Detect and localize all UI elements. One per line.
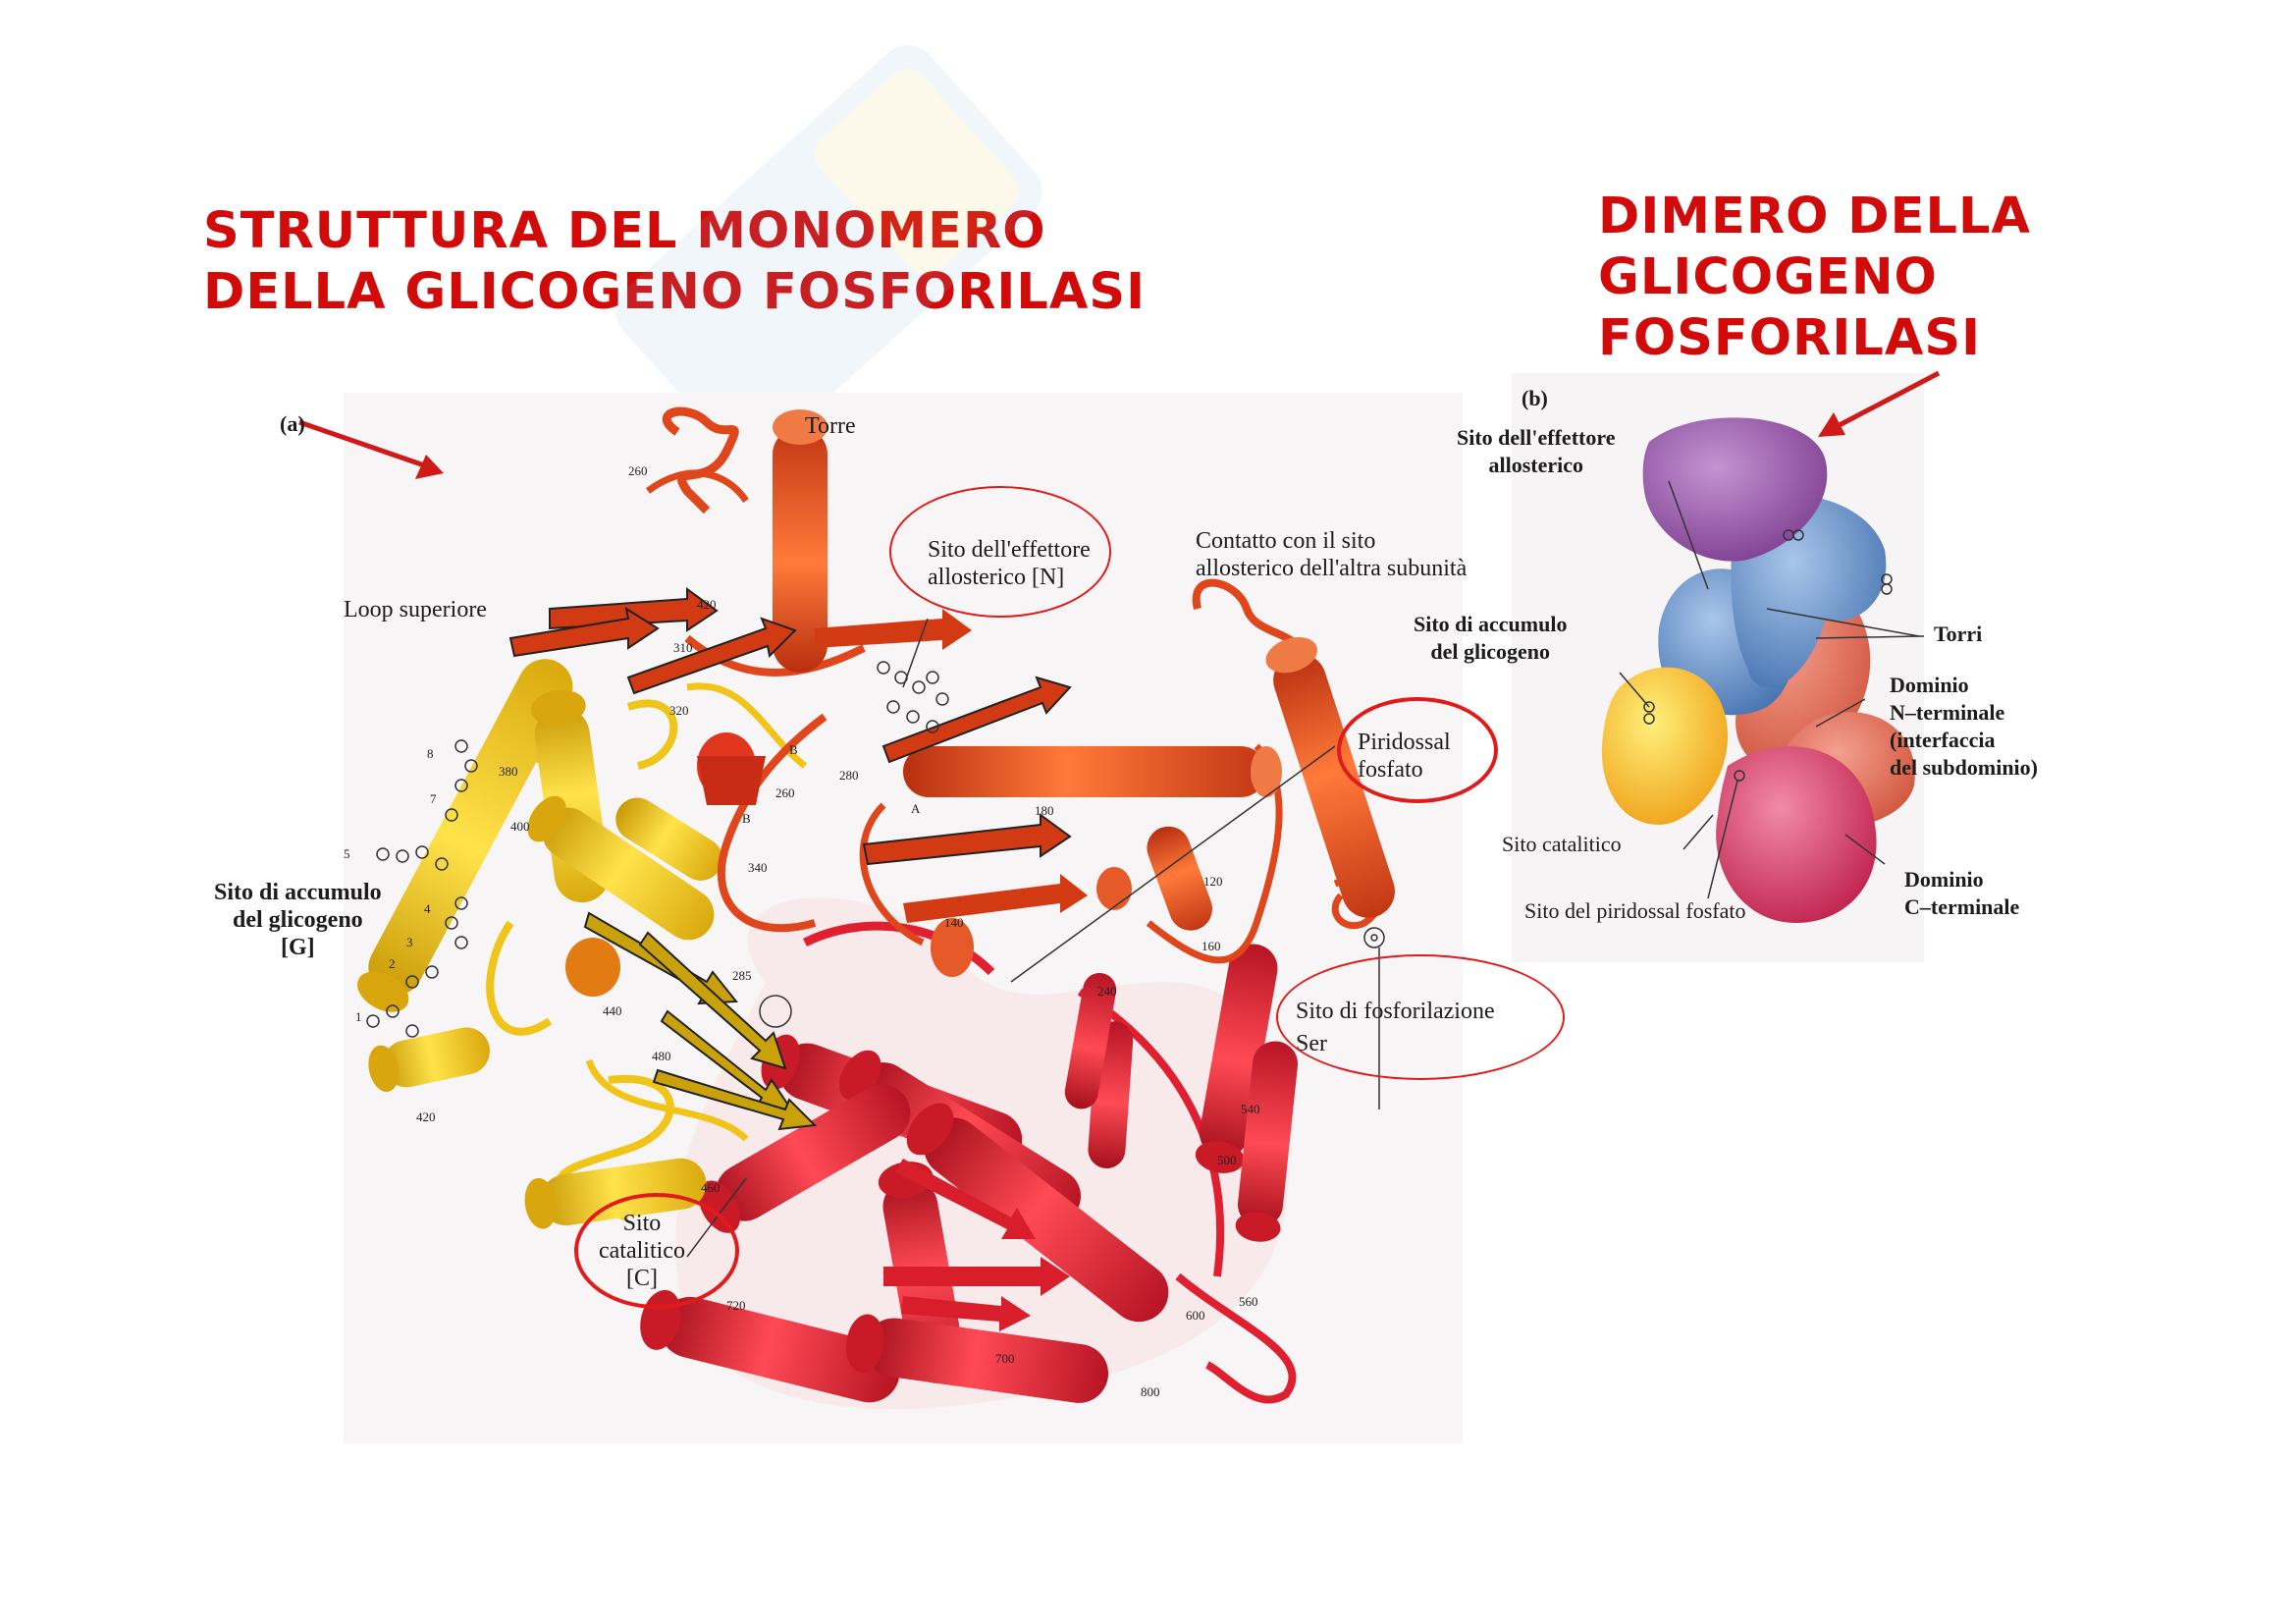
- highlight-ring-fosforilazione: [1276, 954, 1565, 1080]
- label-torre: Torre: [805, 412, 856, 440]
- label-b-dominio-n-line-4: del subdominio): [1890, 754, 2038, 782]
- residue-number: 700: [995, 1351, 1015, 1367]
- residue-number: 160: [1201, 939, 1221, 954]
- residue-number: 5: [344, 846, 350, 862]
- label-b-effettore-line-2: allosterico: [1457, 452, 1615, 479]
- label-b-dominio-n-line-3: (interfaccia: [1890, 727, 2038, 754]
- label-b-dominio-c-line-1: Dominio: [1904, 866, 2019, 893]
- label-contatto-line-2: allosterico dell'altra subunità: [1196, 555, 1467, 582]
- residue-number: 280: [839, 768, 859, 784]
- panel-b-tag: (b): [1522, 385, 1548, 412]
- highlight-ring-catalitico: [574, 1193, 739, 1309]
- residue-number: 320: [669, 703, 689, 719]
- label-b-catalitico: Sito catalitico: [1502, 831, 1622, 858]
- label-b-torri: Torri: [1934, 621, 1982, 648]
- label-sito-accumulo-line-3: [G]: [214, 934, 382, 961]
- label-b-dominio-c-line-2: C–terminale: [1904, 893, 2019, 921]
- label-contatto: Contatto con il sito allosterico dell'al…: [1196, 527, 1467, 582]
- highlight-ring-piridossal: [1337, 697, 1498, 803]
- label-b-dominio-n-line-1: Dominio: [1890, 672, 2038, 699]
- label-b-effettore-line-1: Sito dell'effettore: [1457, 424, 1615, 452]
- residue-number: 440: [603, 1003, 622, 1019]
- residue-number: 180: [1035, 803, 1054, 819]
- residue-number: 600: [1186, 1308, 1205, 1324]
- residue-number: 340: [748, 860, 768, 876]
- residue-number: 240: [1097, 984, 1117, 1000]
- residue-number: 540: [1241, 1102, 1260, 1117]
- residue-number: 460: [701, 1180, 721, 1196]
- residue-number: 380: [499, 764, 518, 780]
- residue-number: 260: [775, 785, 795, 801]
- residue-number: 420: [697, 597, 717, 613]
- residue-number: 140: [944, 915, 964, 931]
- label-b-dominio-n-line-2: N–terminale: [1890, 699, 2038, 727]
- label-b-dominio-c: Dominio C–terminale: [1904, 866, 2019, 921]
- residue-number: 8: [427, 746, 434, 762]
- panel-a-tag: (a): [280, 410, 305, 438]
- label-b-accumulo: Sito di accumulo del glicogeno: [1414, 611, 1567, 666]
- residue-number: 400: [510, 819, 530, 835]
- label-b-piridossal: Sito del piridossal fosfato: [1524, 897, 1745, 925]
- residue-number: 1: [355, 1009, 362, 1025]
- label-sito-accumulo: Sito di accumulo del glicogeno [G]: [214, 879, 382, 961]
- residue-number: 310: [673, 640, 693, 656]
- residue-number: 420: [416, 1109, 436, 1125]
- label-sito-accumulo-line-1: Sito di accumulo: [214, 879, 382, 906]
- residue-number: 285: [732, 968, 752, 984]
- residue-number: B: [742, 811, 751, 827]
- residue-number: 120: [1203, 874, 1223, 890]
- label-loop-superiore: Loop superiore: [344, 596, 487, 623]
- label-b-dominio-n: Dominio N–terminale (interfaccia del sub…: [1890, 672, 2038, 782]
- residue-number: 7: [430, 791, 437, 807]
- residue-number: 2: [389, 956, 396, 972]
- residue-number: A: [911, 801, 920, 817]
- residue-number: 560: [1239, 1294, 1258, 1310]
- residue-number: 500: [1217, 1153, 1237, 1168]
- residue-number: 720: [726, 1298, 746, 1314]
- highlight-ring-effettore: [889, 486, 1111, 618]
- residue-number: 480: [652, 1049, 671, 1064]
- label-b-accumulo-line-2: del glicogeno: [1414, 638, 1567, 666]
- residue-number: B: [789, 742, 798, 758]
- residue-number: 3: [406, 935, 413, 950]
- residue-number: 4: [424, 901, 431, 917]
- label-sito-accumulo-line-2: del glicogeno: [214, 906, 382, 934]
- residue-number: 800: [1141, 1384, 1160, 1400]
- label-b-effettore: Sito dell'effettore allosterico: [1457, 424, 1615, 479]
- residue-number: 260: [628, 463, 648, 479]
- label-contatto-line-1: Contatto con il sito: [1196, 527, 1467, 555]
- label-b-accumulo-line-1: Sito di accumulo: [1414, 611, 1567, 638]
